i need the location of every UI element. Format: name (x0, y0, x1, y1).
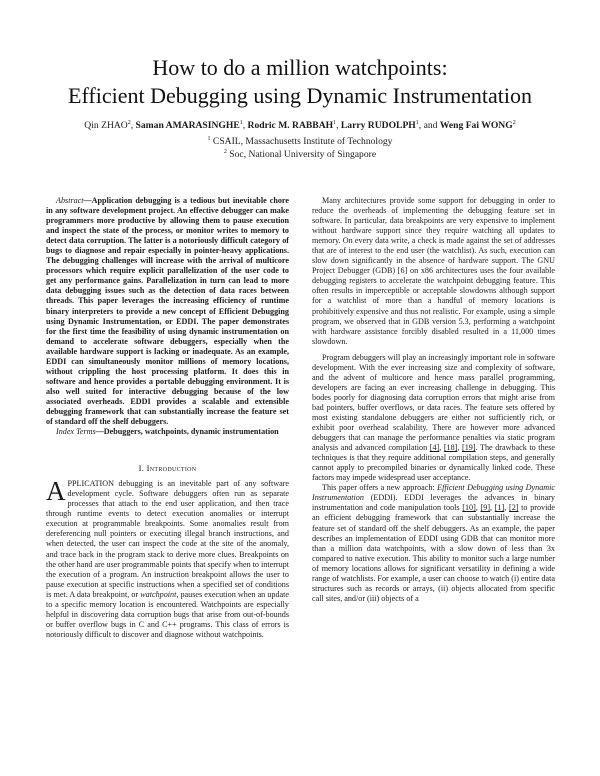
author-list: Qin ZHAO2, Saman AMARASINGHE1, Rodric M.… (84, 119, 516, 131)
citation-link[interactable]: [19] (462, 443, 476, 453)
author-name: Weng Fai WONG (439, 120, 513, 131)
left-column: Abstract—Application debugging is a tedi… (46, 196, 289, 640)
affiliation-1: 1 CSAIL, Massachusetts Institute of Tech… (207, 135, 393, 147)
paper-title: How to do a million watchpoints: Efficie… (0, 54, 600, 110)
title-line-2: Efficient Debugging using Dynamic Instru… (68, 83, 532, 108)
author-affil-mark: 1 (239, 119, 243, 126)
author-affil-mark: 1 (333, 119, 337, 126)
citation-link[interactable]: [2] (508, 503, 519, 513)
index-terms-text: Debuggers, watchpoints, dynamic instrume… (103, 427, 279, 437)
author-affil-mark: 2 (512, 119, 516, 126)
abstract: Abstract—Application debugging is a tedi… (46, 196, 289, 427)
author-name: Saman AMARASINGHE (135, 120, 240, 131)
body-paragraph: Program debuggers will play an increasin… (312, 352, 556, 483)
drop-cap: A (46, 476, 66, 507)
abstract-label: Abstract (56, 196, 84, 205)
body-paragraph: Many architectures provide some support … (312, 196, 555, 346)
author-name: Larry RUDOLPH (340, 120, 416, 131)
author-name: Qin ZHAO (84, 120, 128, 131)
citation-link[interactable]: [18] (443, 443, 458, 453)
citation-link[interactable]: [9] (480, 503, 491, 513)
citation-link[interactable]: [10] (462, 503, 476, 513)
title-line-1: How to do a million watchpoints: (152, 55, 448, 80)
index-terms-label: Index Terms (56, 427, 96, 437)
author-affil-mark: 1 (415, 119, 419, 126)
author-name: Rodric M. RABBAH (247, 120, 334, 131)
body-paragraph: This paper offers a new approach: Effici… (312, 483, 556, 603)
citation-link[interactable]: [4] (429, 443, 440, 453)
right-column: Many architectures provide some support … (312, 196, 555, 604)
abstract-text: Application debugging is a tedious but i… (46, 196, 289, 427)
section-heading-introduction: I. Introduction (138, 463, 197, 474)
index-terms: Index Terms—Debuggers, watchpoints, dyna… (56, 427, 279, 437)
affiliation-2: 2 Soc, National University of Singapore (223, 148, 377, 160)
author-affil-mark: 2 (127, 119, 131, 126)
citation-link[interactable]: [1] (494, 503, 505, 513)
